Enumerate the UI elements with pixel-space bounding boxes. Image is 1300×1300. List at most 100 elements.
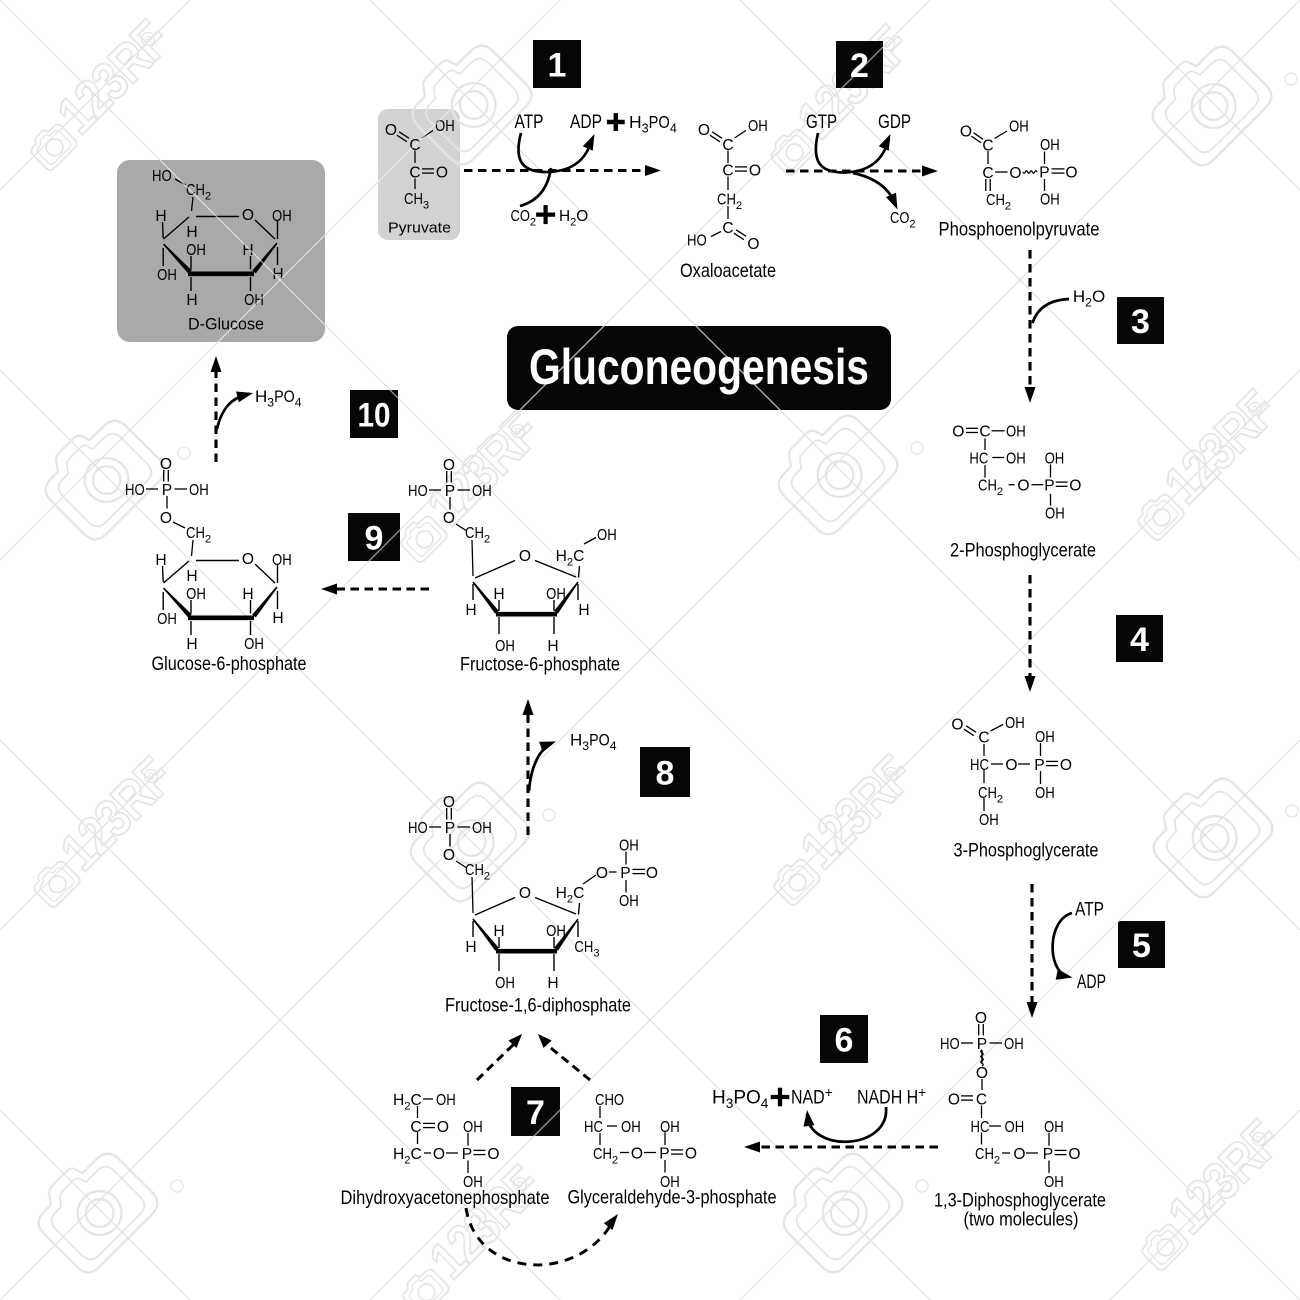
svg-text:OH: OH [472, 820, 492, 837]
svg-text:P: P [162, 482, 172, 499]
svg-text:OH: OH [619, 838, 639, 855]
svg-text:PO: PO [274, 387, 295, 406]
svg-text:O: O [437, 1119, 449, 1136]
svg-text:H: H [186, 568, 197, 585]
svg-text:H: H [493, 586, 504, 603]
svg-text:OH: OH [186, 586, 206, 603]
svg-text:OH: OH [1040, 137, 1060, 154]
svg-text:3: 3 [582, 739, 589, 753]
svg-text:O: O [242, 207, 254, 224]
svg-text:O: O [747, 236, 759, 253]
svg-text:O: O [519, 548, 531, 565]
svg-text:O: O [596, 865, 608, 882]
svg-text:Glucose-6-phosphate: Glucose-6-phosphate [152, 653, 307, 675]
svg-text:Fructose-1,6-diphosphate: Fructose-1,6-diphosphate [445, 995, 631, 1017]
svg-text:OH: OH [244, 636, 264, 653]
svg-text:P: P [1039, 164, 1049, 181]
svg-text:OH: OH [1006, 450, 1026, 467]
svg-text:3: 3 [1131, 303, 1150, 341]
svg-text:4: 4 [670, 121, 677, 135]
svg-text:Gluconeogenesis: Gluconeogenesis [529, 339, 869, 395]
svg-text:CH: CH [186, 182, 205, 199]
svg-text:O: O [952, 424, 964, 441]
svg-text:C: C [722, 162, 733, 179]
svg-text:1,3-Diphosphoglycerate: 1,3-Diphosphoglycerate [934, 1190, 1106, 1212]
svg-text:4: 4 [1130, 621, 1149, 659]
svg-text:OH: OH [186, 242, 206, 259]
svg-text:HC: HC [584, 1119, 603, 1136]
svg-text:O: O [1069, 478, 1081, 495]
svg-text:OH: OH [157, 611, 177, 628]
svg-text:H: H [629, 112, 642, 132]
svg-text:O: O [160, 510, 172, 527]
svg-text:Dihydroxyacetonephosphate: Dihydroxyacetonephosphate [341, 1187, 550, 1209]
svg-text:C: C [411, 1092, 422, 1109]
svg-text:CO: CO [890, 210, 909, 227]
svg-text:R: R [1256, 1135, 1263, 1145]
svg-text:OH: OH [1040, 191, 1060, 208]
svg-text:PO: PO [733, 1087, 761, 1108]
svg-text:C: C [573, 548, 584, 565]
svg-text:P: P [1044, 478, 1054, 495]
svg-text:O: O [443, 457, 455, 474]
svg-text:2: 2 [997, 793, 1003, 805]
svg-text:O: O [1068, 1146, 1080, 1163]
svg-text:3: 3 [593, 947, 599, 959]
svg-text:OH: OH [1044, 1174, 1064, 1191]
svg-text:C: C [410, 1119, 421, 1136]
svg-text:HO: HO [940, 1036, 960, 1053]
svg-text:O: O [951, 716, 963, 733]
svg-text:P: P [445, 483, 455, 500]
svg-text:+: + [918, 1085, 926, 1100]
svg-text:2: 2 [570, 216, 576, 228]
svg-text:CO: CO [511, 208, 530, 225]
svg-text:O: O [1065, 164, 1077, 181]
svg-text:OH: OH [244, 292, 264, 309]
svg-text:O: O [385, 122, 397, 139]
svg-text:O: O [976, 1065, 988, 1082]
svg-text:CH: CH [986, 192, 1005, 209]
svg-text:OH: OH [597, 527, 617, 544]
svg-text:H: H [547, 975, 558, 992]
svg-text:HO: HO [152, 168, 172, 185]
svg-text:OH: OH [1005, 1119, 1025, 1136]
svg-text:H: H [186, 292, 197, 309]
svg-text:2: 2 [404, 1100, 410, 1112]
svg-text:CH: CH [975, 1146, 994, 1163]
svg-text:O: O [948, 1091, 960, 1108]
svg-text:OH: OH [1045, 505, 1065, 522]
svg-text:OH: OH [1004, 1036, 1024, 1053]
svg-text:2: 2 [484, 870, 490, 882]
svg-text:PO: PO [649, 112, 670, 132]
svg-text:H: H [465, 602, 476, 619]
svg-text:ADP: ADP [570, 112, 602, 133]
svg-text:C: C [409, 164, 420, 181]
svg-text:Oxaloacetate: Oxaloacetate [680, 260, 776, 282]
svg-text:+: + [825, 1085, 833, 1100]
svg-text:O: O [1017, 478, 1029, 495]
svg-text:O: O [698, 122, 710, 139]
svg-text:CH: CH [465, 862, 484, 879]
svg-text:R: R [888, 770, 895, 780]
svg-text:5: 5 [1132, 927, 1151, 965]
svg-text:H: H [242, 242, 253, 259]
svg-text:P: P [462, 1146, 472, 1163]
svg-text:2: 2 [530, 216, 536, 228]
svg-text:R: R [515, 427, 522, 437]
svg-text:OH: OH [463, 1174, 483, 1191]
svg-text:Fructose-6-phosphate: Fructose-6-phosphate [460, 653, 620, 675]
svg-text:H: H [255, 387, 267, 406]
svg-text:OH: OH [1044, 1119, 1064, 1136]
svg-text:OH: OH [1005, 715, 1025, 732]
svg-text:10: 10 [358, 396, 391, 434]
svg-text:PO: PO [589, 731, 610, 750]
svg-text:OH: OH [1035, 729, 1055, 746]
svg-text:C: C [722, 220, 733, 237]
svg-text:O: O [685, 1145, 697, 1162]
svg-text:H: H [1073, 287, 1085, 306]
svg-text:H: H [570, 731, 582, 750]
svg-text:OH: OH [463, 1119, 483, 1136]
svg-text:O: O [436, 164, 448, 181]
svg-text:OH: OH [1045, 450, 1065, 467]
svg-text:C: C [982, 137, 993, 154]
